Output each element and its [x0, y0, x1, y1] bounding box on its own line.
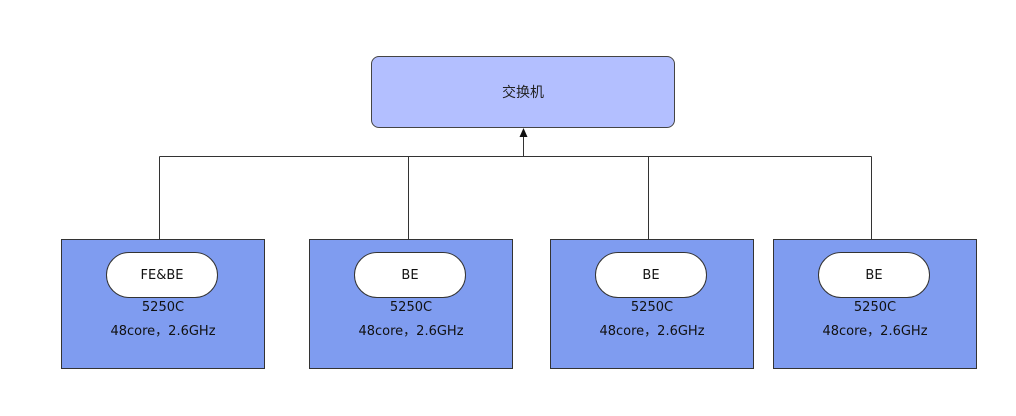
- role-pill: BE: [595, 252, 707, 298]
- uplink-arrow-icon: [519, 128, 528, 137]
- role-label: BE: [642, 267, 660, 283]
- server-node-3: BE 5250C 48core，2.6GHz: [550, 239, 754, 369]
- switch-node: 交换机: [371, 56, 675, 128]
- node-spec: 48core，2.6GHz: [110, 324, 216, 339]
- server-node-2: BE 5250C 48core，2.6GHz: [309, 239, 513, 369]
- node-model: 5250C: [389, 300, 433, 315]
- role-pill: BE: [354, 252, 466, 298]
- server-node-1: FE&BE 5250C 48core，2.6GHz: [61, 239, 265, 369]
- node-model: 5250C: [853, 300, 897, 315]
- node-spec: 48core，2.6GHz: [822, 324, 928, 339]
- role-label: FE&BE: [140, 267, 184, 283]
- role-label: BE: [401, 267, 419, 283]
- node-model: 5250C: [141, 300, 185, 315]
- role-label: BE: [865, 267, 883, 283]
- node-model: 5250C: [630, 300, 674, 315]
- server-node-4: BE 5250C 48core，2.6GHz: [773, 239, 977, 369]
- role-pill: FE&BE: [106, 252, 218, 298]
- node-spec: 48core，2.6GHz: [358, 324, 464, 339]
- role-pill: BE: [818, 252, 930, 298]
- switch-label: 交换机: [502, 85, 544, 101]
- node-spec: 48core，2.6GHz: [599, 324, 705, 339]
